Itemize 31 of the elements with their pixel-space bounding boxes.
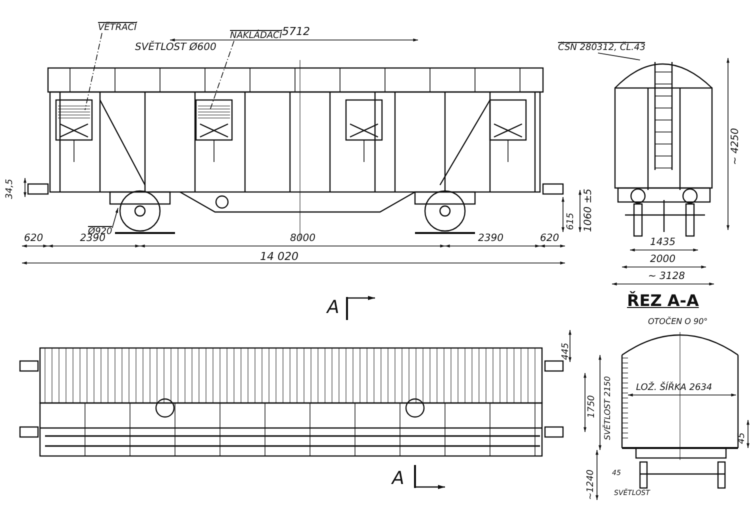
callout-text: NAKLÁDACÍ (230, 30, 282, 41)
section-letter: A (392, 470, 404, 488)
dimension-label: 2390 (80, 234, 106, 244)
dimension-label: 1750 (588, 395, 597, 418)
dimension-label: LOŽ. ŠÍŘKA 2634 (636, 384, 712, 393)
leader-line (210, 40, 234, 110)
dimension-label: 615 (567, 212, 576, 230)
dimension-label: ~ 3128 (648, 272, 686, 282)
dimension-label: 2390 (478, 234, 504, 244)
dimension-label: 620 (540, 234, 560, 244)
dimension-label: 620 (24, 234, 44, 244)
view-title: ŘEZ A-A (627, 293, 699, 309)
dimension-label: 8000 (290, 234, 316, 244)
dimension-label: OTOČEN O 90° (648, 318, 708, 326)
leader-line (84, 32, 102, 110)
dimension-label: 34,5 (6, 178, 15, 199)
dimension-label: 2000 (650, 255, 676, 265)
dimension-label: 5712 (282, 26, 310, 37)
dimension-label: ~1240 (587, 470, 596, 500)
dimension-label: 445 (562, 342, 571, 360)
dimension-label: ~ 4250 (731, 128, 741, 165)
leader-line (112, 208, 118, 228)
dimension-label: 1435 (650, 238, 676, 248)
callout-text: VĚTRACÍ (98, 22, 137, 33)
dimension-label: 14 020 (260, 251, 298, 262)
callout-text: ČSN 280312, ČL.43 (558, 42, 646, 53)
dimension-label: SVĚTLOST 2150 (604, 376, 612, 440)
leader-line (598, 52, 640, 60)
dimension-label: SVĚTLOST Ø600 (135, 43, 216, 53)
dimension-label: 1060 ±5 (584, 188, 594, 232)
section-letter: A (327, 299, 340, 317)
